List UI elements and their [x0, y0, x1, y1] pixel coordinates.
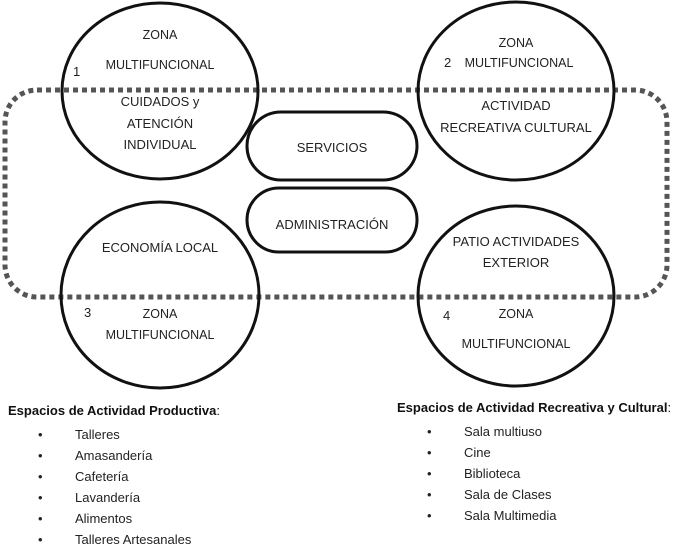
- list-item: • Amasandería: [8, 445, 220, 466]
- productive-heading-colon: :: [216, 403, 220, 418]
- recreational-spaces-heading: Espacios de Actividad Recreativa y Cultu…: [397, 400, 671, 415]
- zone-4-function-line2: EXTERIOR: [482, 255, 550, 270]
- shared-area-dashed-boundary: [2, 87, 670, 300]
- zone-2-function-line2: RECREATIVA CULTURAL: [440, 120, 592, 135]
- list-item: • Alimentos: [8, 508, 220, 529]
- administration-pill: [245, 186, 419, 254]
- zone-1-title-line2: MULTIFUNCIONAL: [105, 58, 215, 72]
- zone-3-title-line2: MULTIFUNCIONAL: [105, 328, 215, 342]
- bullet-icon: •: [427, 424, 432, 439]
- zone-3-title-line1: ZONA: [142, 307, 178, 321]
- bullet-icon: •: [38, 490, 43, 505]
- list-item-label: Sala Multimedia: [464, 508, 557, 523]
- zone-2-title-line1: ZONA: [498, 36, 534, 50]
- list-item-label: Sala multiuso: [464, 424, 543, 439]
- services-label: SERVICIOS: [296, 140, 368, 155]
- bullet-icon: •: [38, 511, 43, 526]
- zone-3-circle: [59, 200, 261, 390]
- recreational-heading-colon: :: [667, 400, 672, 415]
- list-item-label: Cine: [464, 445, 491, 460]
- recreational-spaces-section: Espacios de Actividad Recreativa y Cultu…: [397, 400, 671, 526]
- list-item: • Sala de Clases: [397, 484, 671, 505]
- bullet-icon: •: [427, 487, 432, 502]
- zone-4-function-line1: PATIO ACTIVIDADES: [452, 234, 580, 249]
- bullet-icon: •: [38, 469, 43, 484]
- list-item-label: Cafetería: [75, 469, 129, 484]
- zone-2-title-line2: MULTIFUNCIONAL: [464, 56, 574, 70]
- bullet-icon: •: [427, 466, 432, 481]
- list-item: • Talleres: [8, 424, 220, 445]
- list-item-label: Lavandería: [75, 490, 141, 505]
- list-item-label: Sala de Clases: [464, 487, 552, 502]
- list-item-label: Talleres: [75, 427, 120, 442]
- list-item: • Cine: [397, 442, 671, 463]
- list-item: • Talleres Artesanales: [8, 529, 220, 550]
- zone-4-title-line1: ZONA: [498, 307, 534, 321]
- list-item: • Sala multiuso: [397, 421, 671, 442]
- list-item: • Lavandería: [8, 487, 220, 508]
- list-item: • Biblioteca: [397, 463, 671, 484]
- zones-diagram: [2, 0, 670, 390]
- zone-3-function-line1: ECONOMÍA LOCAL: [101, 240, 219, 255]
- zone-2-number: 2: [444, 55, 452, 70]
- zone-1-function-line1: CUIDADOS y: [120, 94, 200, 109]
- zone-4-number: 4: [443, 308, 451, 323]
- services-pill: [245, 110, 419, 182]
- bullet-icon: •: [38, 427, 43, 442]
- zone-1-function-line2: ATENCIÓN: [126, 116, 194, 131]
- zone-1-title-line1: ZONA: [142, 28, 178, 42]
- productive-spaces-section: Espacios de Actividad Productiva: • Talle…: [8, 403, 220, 550]
- list-item-label: Alimentos: [75, 511, 133, 526]
- zone-1-circle: [60, 1, 260, 181]
- bullet-icon: •: [427, 445, 432, 460]
- zone-4-circle: [416, 204, 616, 388]
- bullet-icon: •: [427, 508, 432, 523]
- list-item-label: Talleres Artesanales: [75, 532, 192, 547]
- productive-spaces-heading: Espacios de Actividad Productiva:: [8, 403, 220, 418]
- zone-4-title-line2: MULTIFUNCIONAL: [461, 337, 571, 351]
- list-item: • Sala Multimedia: [397, 505, 671, 526]
- productive-heading-text: Espacios de Actividad Productiva: [8, 403, 217, 418]
- recreational-heading-text: Espacios de Actividad Recreativa y Cultu…: [397, 400, 668, 415]
- zone-2-function-line1: ACTIVIDAD: [481, 98, 551, 113]
- zone-2-circle: [416, 0, 616, 182]
- zone-3-number: 3: [84, 305, 92, 320]
- administration-label: ADMINISTRACIÓN: [275, 217, 389, 232]
- list-item: • Cafetería: [8, 466, 220, 487]
- productive-spaces-list: • Talleres • Amasandería • Cafetería • Lavan…: [8, 424, 220, 550]
- recreational-spaces-list: • Sala multiuso • Cine • Biblioteca • Sala d…: [397, 421, 671, 526]
- bullet-icon: •: [38, 448, 43, 463]
- zone-1-number: 1: [73, 64, 81, 79]
- bullet-icon: •: [38, 532, 43, 547]
- list-item-label: Biblioteca: [464, 466, 521, 481]
- zone-1-function-line3: INDIVIDUAL: [123, 137, 197, 152]
- list-item-label: Amasandería: [75, 448, 153, 463]
